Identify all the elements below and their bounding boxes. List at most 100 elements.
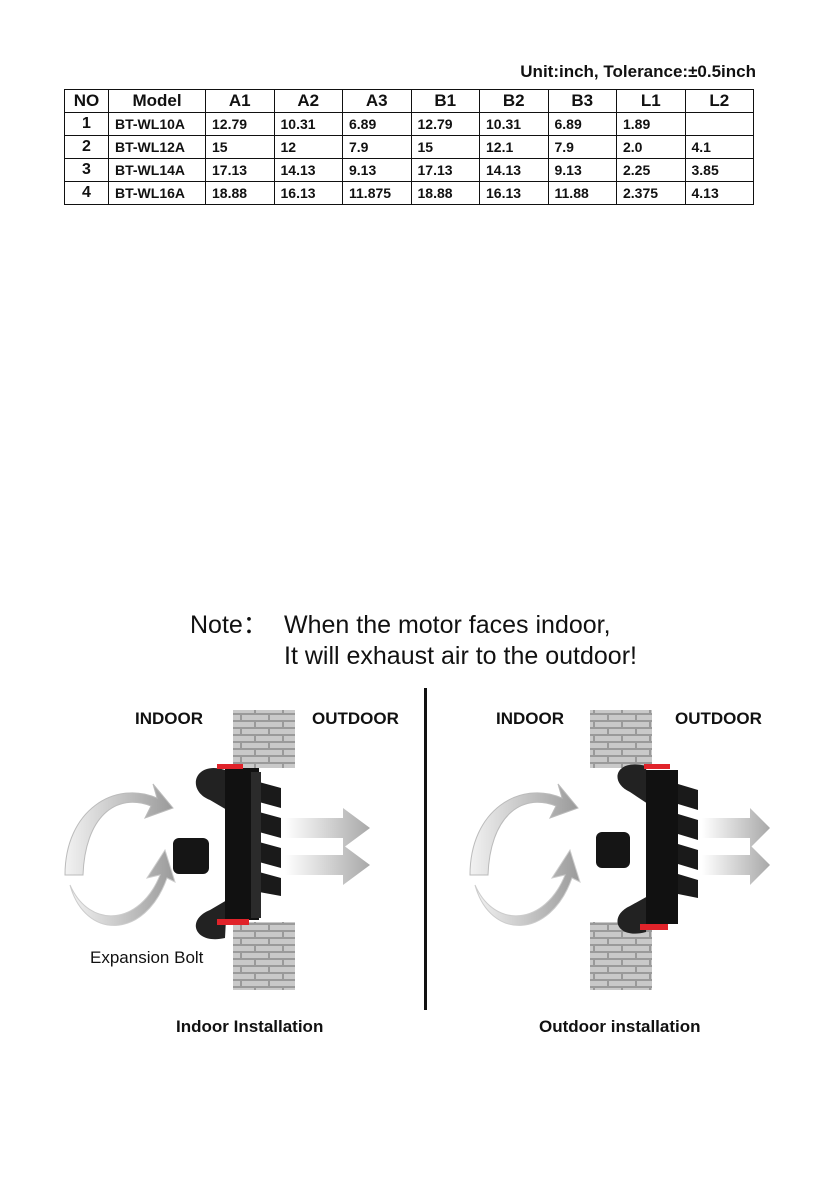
right-outdoor-label: OUTDOOR xyxy=(675,709,762,728)
wall-upper xyxy=(233,710,295,768)
cell-a3: 6.89 xyxy=(342,112,412,136)
motor xyxy=(596,832,630,868)
table-row: 1 BT-WL10A 12.79 10.31 6.89 12.79 10.31 … xyxy=(64,112,754,136)
expansion-bolt-bottom xyxy=(217,919,249,925)
cell-a1: 17.13 xyxy=(205,158,275,182)
note-line-2: It will exhaust air to the outdoor! xyxy=(284,642,637,670)
fan-frame xyxy=(646,770,678,924)
expansion-bolt-top xyxy=(217,764,243,769)
cell-b3: 11.88 xyxy=(547,181,617,205)
cell-b1: 15 xyxy=(410,135,480,159)
air-intake-arrow xyxy=(469,783,579,876)
fan-back-plate xyxy=(251,772,261,918)
cell-b3: 6.89 xyxy=(547,112,617,136)
cell-b1: 12.79 xyxy=(410,112,480,136)
cell-l1: 2.0 xyxy=(616,135,686,159)
cell-a1: 15 xyxy=(205,135,275,159)
cell-model: BT-WL10A xyxy=(108,112,206,136)
cell-model: BT-WL16A xyxy=(108,181,206,205)
left-indoor-label: INDOOR xyxy=(135,709,203,728)
table-row: 2 BT-WL12A 15 12 7.9 15 12.1 7.9 2.0 4.1 xyxy=(64,135,754,159)
fan-fin xyxy=(259,842,281,868)
cell-a2: 12 xyxy=(273,135,343,159)
fan-fin xyxy=(259,872,281,896)
left-outdoor-label: OUTDOOR xyxy=(312,709,399,728)
right-indoor-label: INDOOR xyxy=(496,709,564,728)
installation-note: Note：When the motor faces indoor, It wil… xyxy=(190,610,637,672)
cell-no: 2 xyxy=(64,135,109,159)
expansion-bolt-top xyxy=(644,764,670,769)
panel-divider xyxy=(424,688,427,1010)
cell-model: BT-WL12A xyxy=(108,135,206,159)
cell-no: 3 xyxy=(64,158,109,182)
table-row: 4 BT-WL16A 18.88 16.13 11.875 18.88 16.1… xyxy=(64,181,754,205)
cell-b2: 16.13 xyxy=(479,181,549,205)
wall-lower xyxy=(233,922,295,990)
indoor-installation-caption: Indoor Installation xyxy=(176,1017,324,1036)
header-a3: A3 xyxy=(342,89,412,113)
dimension-table: NO Model A1 A2 A3 B1 B2 B3 L1 L2 1 BT-WL… xyxy=(64,89,754,205)
cell-b3: 7.9 xyxy=(547,135,617,159)
header-b1: B1 xyxy=(410,89,480,113)
cell-a1: 12.79 xyxy=(205,112,275,136)
cell-l1: 2.25 xyxy=(616,158,686,182)
exhaust-arrow xyxy=(702,808,770,848)
cell-a3: 9.13 xyxy=(342,158,412,182)
cell-a3: 7.9 xyxy=(342,135,412,159)
table-row: 3 BT-WL14A 17.13 14.13 9.13 17.13 14.13 … xyxy=(64,158,754,182)
cell-a2: 16.13 xyxy=(273,181,343,205)
motor xyxy=(173,838,209,874)
cell-b2: 14.13 xyxy=(479,158,549,182)
fan-fin xyxy=(678,814,698,840)
cell-b2: 12.1 xyxy=(479,135,549,159)
cell-a1: 18.88 xyxy=(205,181,275,205)
fan-blade xyxy=(195,767,227,810)
cell-l2: 4.1 xyxy=(684,135,754,159)
exhaust-arrow xyxy=(702,845,770,885)
fan-blade xyxy=(617,764,648,804)
indoor-installation-diagram xyxy=(64,710,370,990)
table-header-row: NO Model A1 A2 A3 B1 B2 B3 L1 L2 xyxy=(64,89,754,113)
cell-model: BT-WL14A xyxy=(108,158,206,182)
header-a2: A2 xyxy=(273,89,343,113)
header-b3: B3 xyxy=(547,89,617,113)
header-l2: L2 xyxy=(684,89,754,113)
cell-l1: 2.375 xyxy=(616,181,686,205)
fan-fin xyxy=(678,844,698,870)
air-intake-arrow-lower xyxy=(69,848,176,926)
cell-b2: 10.31 xyxy=(479,112,549,136)
cell-b1: 18.88 xyxy=(410,181,480,205)
header-a1: A1 xyxy=(205,89,275,113)
unit-note: Unit:inch, Tolerance:±0.5inch xyxy=(520,62,756,81)
cell-b3: 9.13 xyxy=(547,158,617,182)
air-intake-arrow-lower xyxy=(474,848,581,926)
cell-a3: 11.875 xyxy=(342,181,412,205)
note-label: Note： xyxy=(190,611,268,639)
fan-fin xyxy=(678,874,698,898)
outdoor-installation-caption: Outdoor installation xyxy=(539,1017,701,1036)
cell-l1: 1.89 xyxy=(616,112,686,136)
wall-upper xyxy=(590,710,652,768)
exhaust-arrow xyxy=(285,808,370,848)
cell-a2: 14.13 xyxy=(273,158,343,182)
exhaust-arrow xyxy=(285,845,370,885)
header-no: NO xyxy=(64,89,109,113)
fan-fin xyxy=(259,782,281,808)
fan-fin xyxy=(259,812,281,838)
header-l1: L1 xyxy=(616,89,686,113)
cell-no: 4 xyxy=(64,181,109,205)
cell-l2: 3.85 xyxy=(684,158,754,182)
header-model: Model xyxy=(108,89,206,113)
cell-a2: 10.31 xyxy=(273,112,343,136)
expansion-bolt-bottom xyxy=(640,924,668,930)
fan-blade xyxy=(195,900,227,940)
air-intake-arrow xyxy=(64,783,174,876)
cell-no: 1 xyxy=(64,112,109,136)
wall-lower xyxy=(590,922,652,990)
outdoor-installation-diagram xyxy=(469,710,770,990)
cell-l2: 4.13 xyxy=(684,181,754,205)
fan-fin xyxy=(678,784,698,810)
header-b2: B2 xyxy=(479,89,549,113)
cell-l2 xyxy=(684,112,754,136)
expansion-bolt-label: Expansion Bolt xyxy=(90,948,204,967)
